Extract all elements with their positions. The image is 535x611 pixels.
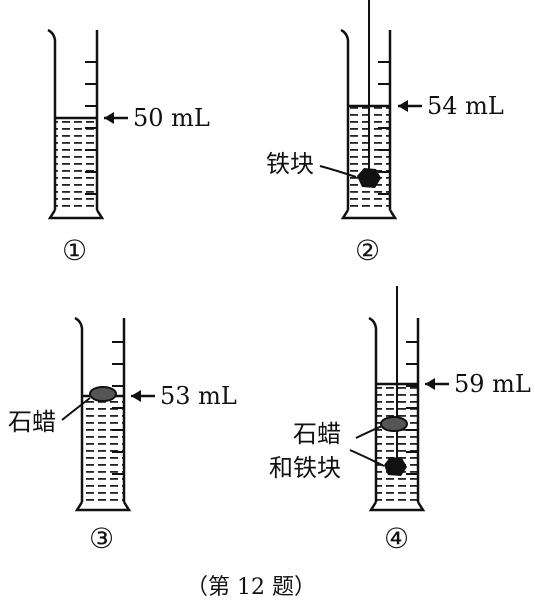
reading-label-3: 53 mL [160,382,237,410]
panel-number-3: ③ [89,522,114,555]
paraffin-block-3 [89,386,117,402]
paraffin-iron-label-4: 和铁块 [269,454,341,482]
graduated-cylinder-4: 石蜡 和铁块 59 mL ④ [269,286,531,555]
arrow-1 [104,112,114,124]
paraffin-label-3: 石蜡 [8,408,56,436]
panel-number-4: ④ [384,522,409,555]
paraffin-block-4 [380,416,408,432]
iron-block-4 [384,457,407,476]
arrow-2 [398,100,408,112]
arrow-3 [131,390,141,402]
reading-label-1: 50 mL [133,104,210,132]
pointer-line-3 [61,397,91,421]
liquid-1 [55,118,97,210]
arrow-4 [425,378,435,390]
reading-label-2: 54 mL [427,92,504,120]
graduated-cylinder-3: 石蜡 53 mL ③ [8,316,237,555]
panel-number-1: ① [62,234,87,267]
liquid-3 [82,396,124,502]
panel-number-2: ② [355,234,380,267]
iron-block-2 [357,168,381,188]
graduated-cylinder-1: 50 mL ① [47,28,210,267]
pointer-line-4b [349,449,385,467]
paraffin-label-4: 石蜡 [293,420,341,448]
graduated-cylinder-2: 铁块 54 mL ② [266,0,504,267]
pointer-line-2 [319,165,357,178]
figure-caption: （第 12 题） [186,575,316,600]
iron-label-2: 铁块 [266,150,314,178]
pointer-line-4a [355,425,383,439]
reading-label-4: 59 mL [454,370,531,398]
